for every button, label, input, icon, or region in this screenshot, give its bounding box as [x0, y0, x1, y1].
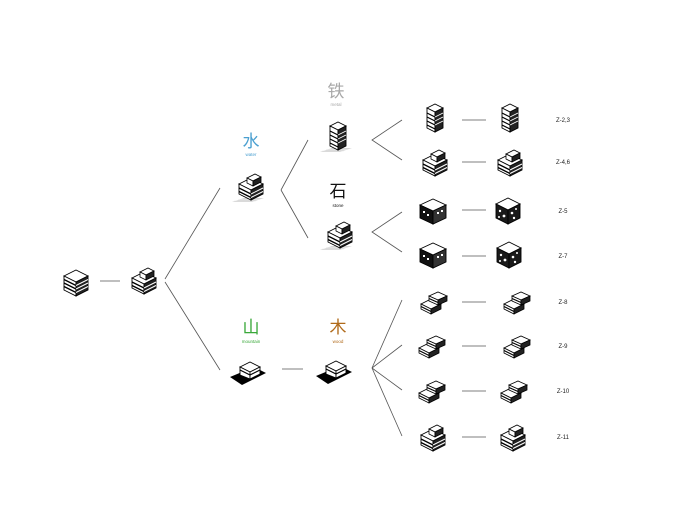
variant-z8-result-icon — [503, 291, 531, 315]
variant-z8-base-icon — [420, 291, 448, 315]
node-mountain: 山 mountain — [229, 318, 267, 386]
variant-z10-result-icon — [500, 380, 528, 404]
wood-gloss: wood — [333, 339, 344, 344]
variant-z23-result-icon — [501, 103, 519, 133]
variant-z7-base-icon — [419, 242, 447, 269]
connector-lines — [100, 119, 486, 438]
variant-z23-label: Z-2,3 — [556, 118, 571, 124]
variant-z11-label: Z-11 — [557, 435, 570, 441]
variant-z10-label: Z-10 — [557, 389, 570, 395]
node-metal: 铁 metal — [319, 82, 353, 153]
mountain-glyph: 山 — [243, 318, 260, 338]
variant-z46-label: Z-4,6 — [556, 160, 571, 166]
variant-rows: Z-2,3 Z-4,6 Z-5 Z-7 Z-8 Z-9 Z-10 Z-11 — [418, 103, 571, 452]
variant-z7-result-icon — [496, 241, 522, 269]
variant-z23-base-icon — [426, 103, 444, 133]
stone-glyph: 石 — [330, 182, 347, 202]
variant-z7-label: Z-7 — [559, 254, 569, 260]
node-wood: 木 wood — [315, 318, 353, 385]
variant-z5-result-icon — [495, 197, 521, 225]
wood-glyph: 木 — [330, 318, 347, 338]
variant-z46-base-icon — [422, 149, 448, 177]
root-block-icon — [63, 269, 89, 297]
metal-glyph: 铁 — [328, 82, 345, 102]
variant-z8-label: Z-8 — [559, 300, 569, 306]
metal-tower-icon — [329, 121, 347, 151]
node-water: 水 water — [231, 132, 265, 203]
metal-gloss: metal — [330, 102, 341, 107]
variant-z5-label: Z-5 — [559, 209, 569, 215]
stone-ground-icon — [319, 245, 353, 251]
water-gloss: water — [245, 152, 257, 157]
variant-z9-label: Z-9 — [559, 344, 569, 350]
node-stone: 石 stone — [319, 182, 353, 251]
root-stepped-block-icon — [131, 267, 157, 295]
variant-z46-result-icon — [497, 149, 523, 177]
variant-z9-base-icon — [418, 335, 446, 359]
stone-block-icon — [327, 221, 353, 249]
stone-gloss: stone — [332, 203, 344, 208]
variant-z10-base-icon — [418, 380, 446, 404]
mountain-slope-icon — [229, 361, 267, 386]
mountain-gloss: mountain — [242, 339, 261, 344]
variant-z5-base-icon — [419, 198, 447, 225]
variant-z11-result-icon — [500, 424, 526, 452]
variant-z9-result-icon — [503, 335, 531, 359]
water-block-icon — [238, 173, 264, 201]
wood-slope-icon — [315, 360, 353, 385]
variant-z11-base-icon — [420, 424, 446, 452]
water-glyph: 水 — [243, 132, 260, 152]
